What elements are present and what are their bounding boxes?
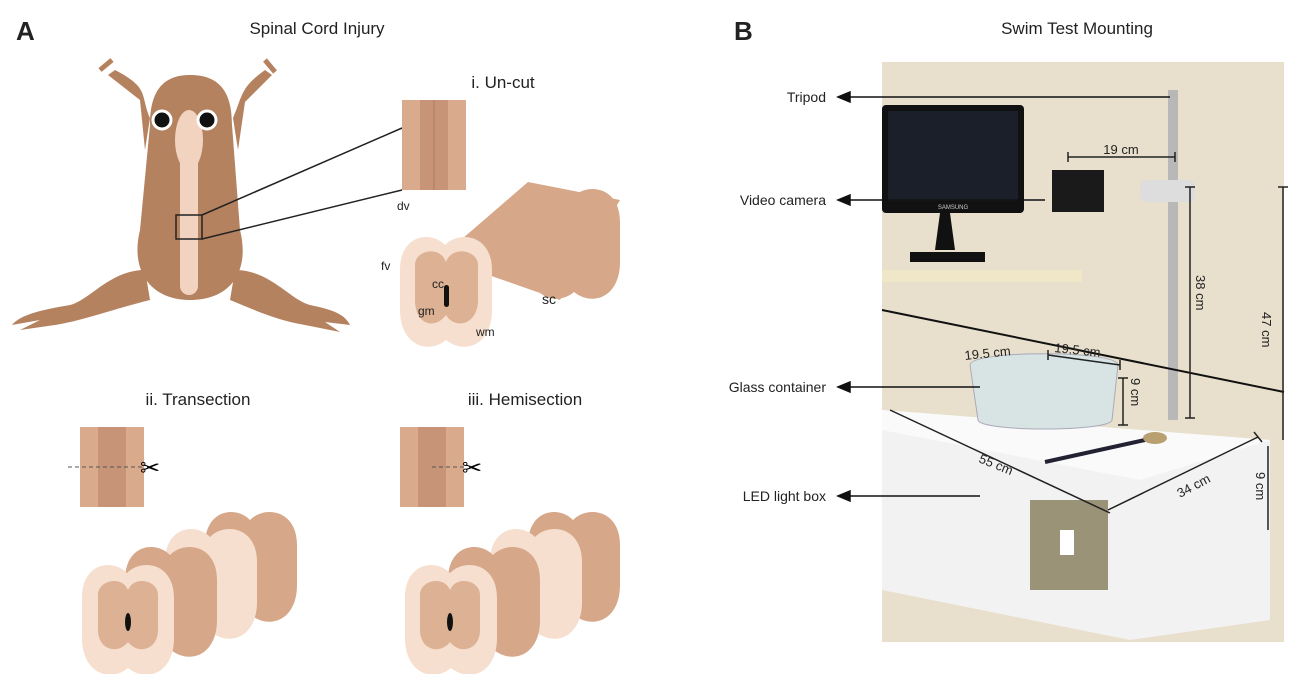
- uncut-label: i. Un-cut: [471, 73, 535, 92]
- hemisection-label: iii. Hemisection: [468, 390, 582, 409]
- label-cc: cc: [432, 277, 444, 291]
- label-sc: sc: [542, 291, 556, 307]
- uncut-cord-3d: [400, 182, 620, 347]
- setup-photo: SAMSUNG 19 cm 38 cm 47 cm 19.5 cm 19.5 c…: [881, 62, 1288, 642]
- panel-a-title: Spinal Cord Injury: [249, 19, 385, 38]
- callout-led-light-box: LED light box: [743, 488, 826, 504]
- callout-glass-container: Glass container: [729, 379, 827, 395]
- hemisection-cord-segment: [400, 427, 465, 507]
- panel-a-letter: A: [16, 16, 35, 46]
- transection-cord-segment: [68, 427, 145, 507]
- uncut-cord-segment: [402, 100, 466, 190]
- transection-cord-3d: [82, 512, 297, 674]
- measure-camera-height: 38 cm: [1193, 275, 1208, 310]
- transection-label: ii. Transection: [146, 390, 251, 409]
- label-dv: dv: [397, 199, 410, 213]
- dimension-lines: [889, 152, 1288, 530]
- frog-illustration: [12, 58, 350, 332]
- monitor-brand: SAMSUNG: [938, 205, 969, 211]
- callout-video-camera: Video camera: [740, 192, 826, 208]
- label-wm: wm: [475, 325, 495, 339]
- hemisection-cord-3d: [405, 512, 620, 674]
- measure-camera-arm: 19 cm: [1103, 142, 1138, 157]
- measure-container-width-2: 19.5 cm: [1054, 340, 1102, 360]
- panel-b-title: Swim Test Mounting: [1001, 19, 1153, 38]
- label-fv: fv: [381, 259, 390, 273]
- tripod-pole: [1168, 90, 1178, 420]
- callout-arrows: [836, 90, 1170, 503]
- scissors-icon: ✂: [140, 455, 160, 482]
- callout-tripod: Tripod: [787, 89, 826, 105]
- measure-container-width-1: 19.5 cm: [964, 343, 1012, 363]
- scissors-icon: ✂: [462, 455, 482, 482]
- video-camera: [1052, 170, 1104, 212]
- label-gm: gm: [418, 304, 435, 318]
- measure-total-height: 47 cm: [1259, 312, 1274, 347]
- measure-box-height: 9 cm: [1253, 472, 1268, 500]
- panel-b-letter: B: [734, 16, 753, 46]
- glass-container: [969, 353, 1119, 430]
- measure-container-height: 9 cm: [1128, 378, 1143, 406]
